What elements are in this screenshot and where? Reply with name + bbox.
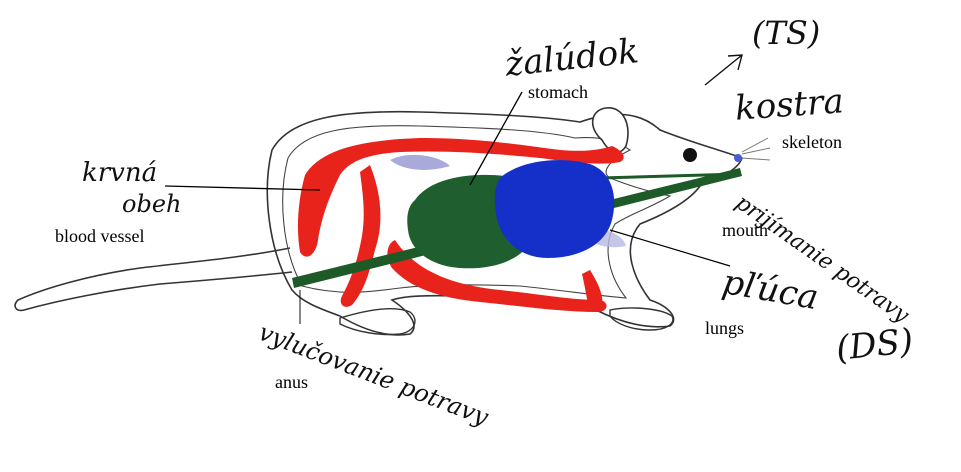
- label-anus: anus: [275, 372, 308, 393]
- label-blood-vessel: blood vessel: [55, 226, 145, 247]
- label-stomach: stomach: [528, 82, 588, 103]
- label-skeleton: skeleton: [782, 132, 842, 153]
- lavender-patch-back: [390, 155, 450, 170]
- leader-line-skeleton-1: [742, 138, 768, 152]
- label-lungs: lungs: [705, 318, 744, 339]
- lungs-organ: [495, 160, 614, 258]
- handwritten-obeh: obeh: [122, 190, 181, 218]
- handwritten-kostra: kostra: [734, 81, 845, 128]
- rat-nose: [734, 154, 742, 162]
- rat-ear: [593, 108, 628, 152]
- handwritten-krvna: krvná: [82, 158, 157, 188]
- blood-vessel-leg: [341, 165, 381, 307]
- arrow-to-ts: [705, 55, 742, 85]
- leader-line-blood-vessel: [165, 186, 320, 190]
- rat-eye: [683, 148, 697, 162]
- leader-line-skeleton-3: [742, 158, 770, 160]
- rat-tail: [15, 248, 292, 310]
- handwritten-ts: (TS): [752, 14, 820, 52]
- leader-line-skeleton-2: [742, 148, 770, 154]
- leader-line-mouth: [610, 230, 730, 266]
- handwritten-ds: (DS): [834, 321, 915, 369]
